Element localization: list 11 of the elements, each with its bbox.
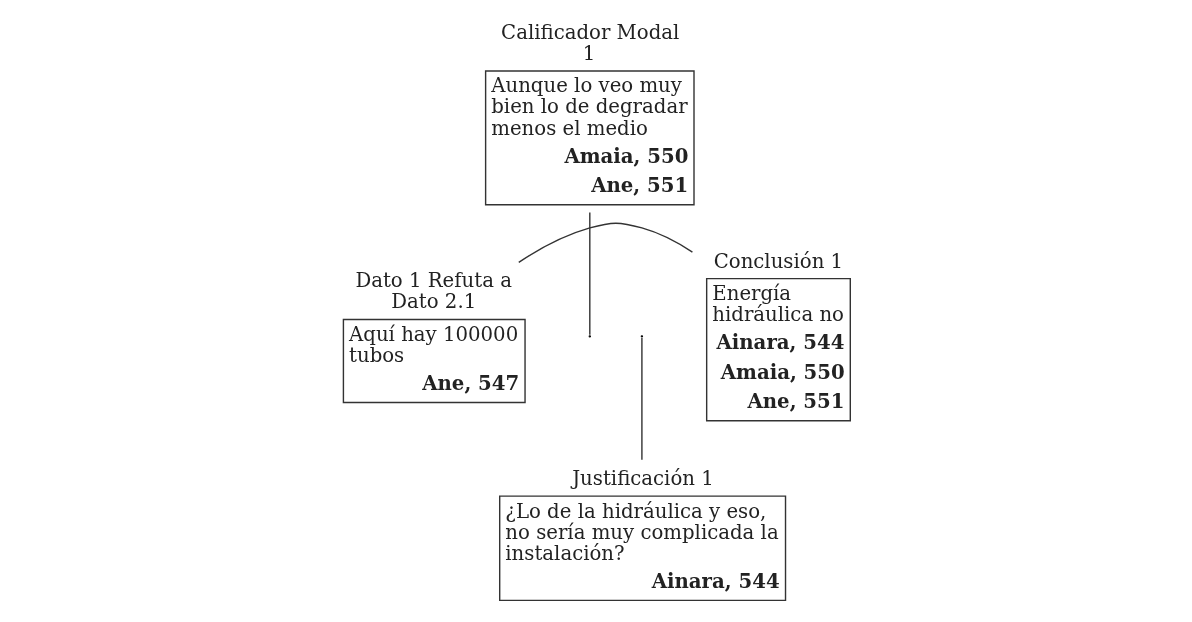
connector bbox=[640, 337, 643, 461]
node-label: Calificador Modal 1 bbox=[500, 20, 679, 65]
node-label: Dato 1 Refuta a Dato 2.1 bbox=[354, 269, 512, 314]
node-label: Justificación 1 bbox=[571, 467, 714, 491]
node-box: Energía hidráulica no Ainara, 544 Amaia, 550 Ane, 551 bbox=[705, 277, 851, 422]
node-box: Aquí hay 100000 tubos Ane, 547 bbox=[342, 318, 526, 404]
node-box: Aunque lo veo muy bien lo de degradar menos el medio Amaia, 550 Ane, 551 bbox=[484, 70, 695, 206]
node-label: Conclusión 1 bbox=[713, 249, 843, 273]
connector bbox=[517, 222, 693, 264]
node-box: ¿Lo de la hidráulica y eso, no sería muy complicada la instalación? Ainara, 544 bbox=[498, 495, 786, 602]
connector bbox=[588, 211, 590, 336]
